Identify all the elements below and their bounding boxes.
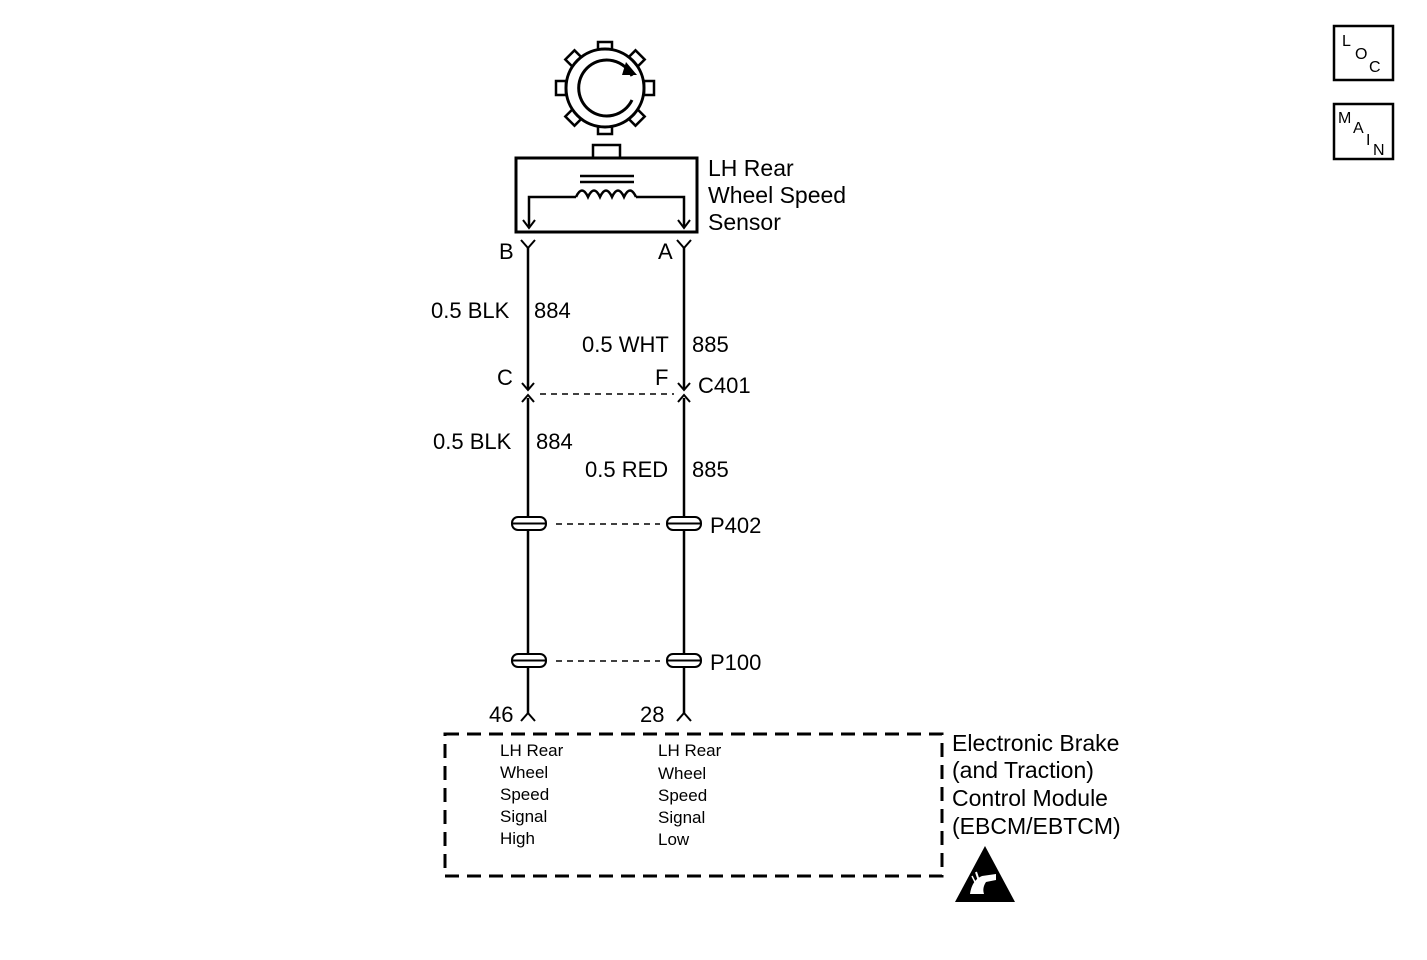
- left-signal-line-5: High: [500, 829, 535, 848]
- wire-left-lower-circuit: 884: [536, 429, 573, 454]
- terminal-a-label: A: [658, 239, 673, 264]
- sensor-name-line-1: LH Rear: [708, 155, 794, 181]
- sensor-name-line-2: Wheel Speed: [708, 182, 846, 208]
- terminal-b-label: B: [499, 239, 514, 264]
- sensor-name-line-3: Sensor: [708, 209, 781, 235]
- main-letter-n: N: [1373, 142, 1385, 159]
- left-signal-line-1: LH Rear: [500, 741, 564, 760]
- c401-pin-c: C: [497, 365, 513, 390]
- terminal-a-symbol: [676, 239, 692, 250]
- loc-button[interactable]: L O C: [1332, 24, 1395, 82]
- wire-right-lower-color: 0.5 RED: [585, 457, 668, 482]
- module-pin-28: 28: [640, 702, 664, 727]
- wire-right-lower-circuit: 885: [692, 457, 729, 482]
- loc-letter-l: L: [1342, 33, 1351, 50]
- right-signal-line-3: Speed: [658, 786, 707, 805]
- main-button[interactable]: M A I N: [1332, 102, 1395, 161]
- right-signal-line-2: Wheel: [658, 764, 706, 783]
- wire-right-upper-circuit: 885: [692, 332, 729, 357]
- c401-pin-f: F: [655, 365, 668, 390]
- main-letter-a: A: [1353, 120, 1364, 137]
- p100-label: P100: [710, 650, 761, 675]
- module-pin-46: 46: [489, 702, 513, 727]
- connector-c401: [521, 382, 691, 403]
- toothed-tone-wheel-icon: [554, 40, 656, 136]
- left-signal-line-3: Speed: [500, 785, 549, 804]
- wire-right-upper-color: 0.5 WHT: [582, 332, 669, 357]
- wire-left-lower-color: 0.5 BLK: [433, 429, 512, 454]
- passthrough-p402: [511, 516, 702, 531]
- module-pin-46-symbol: [520, 711, 536, 722]
- wheel-speed-sensor: [514, 143, 699, 234]
- loc-letter-o: O: [1355, 46, 1367, 63]
- main-letter-i: I: [1366, 132, 1370, 149]
- wire-left-upper-color: 0.5 BLK: [431, 298, 510, 323]
- esd-warning-icon: [955, 846, 1015, 902]
- module-name-line-3: Control Module: [952, 785, 1108, 811]
- right-signal-line-1: LH Rear: [658, 741, 722, 760]
- passthrough-p100: [511, 653, 702, 668]
- terminal-b-symbol: [520, 239, 536, 250]
- main-letter-m: M: [1338, 110, 1351, 127]
- right-signal-line-4: Signal: [658, 808, 705, 827]
- ebcm-module-box: [443, 732, 944, 878]
- p402-label: P402: [710, 513, 761, 538]
- left-signal-line-4: Signal: [500, 807, 547, 826]
- loc-letter-c: C: [1369, 59, 1381, 76]
- c401-label: C401: [698, 373, 751, 398]
- left-signal-line-2: Wheel: [500, 763, 548, 782]
- wire-left-upper-circuit: 884: [534, 298, 571, 323]
- module-name-line-4: (EBCM/EBTCM): [952, 813, 1121, 839]
- module-name-line-2: (and Traction): [952, 757, 1094, 783]
- module-pin-28-symbol: [676, 711, 692, 722]
- module-name-line-1: Electronic Brake: [952, 730, 1119, 756]
- right-signal-line-5: Low: [658, 830, 690, 849]
